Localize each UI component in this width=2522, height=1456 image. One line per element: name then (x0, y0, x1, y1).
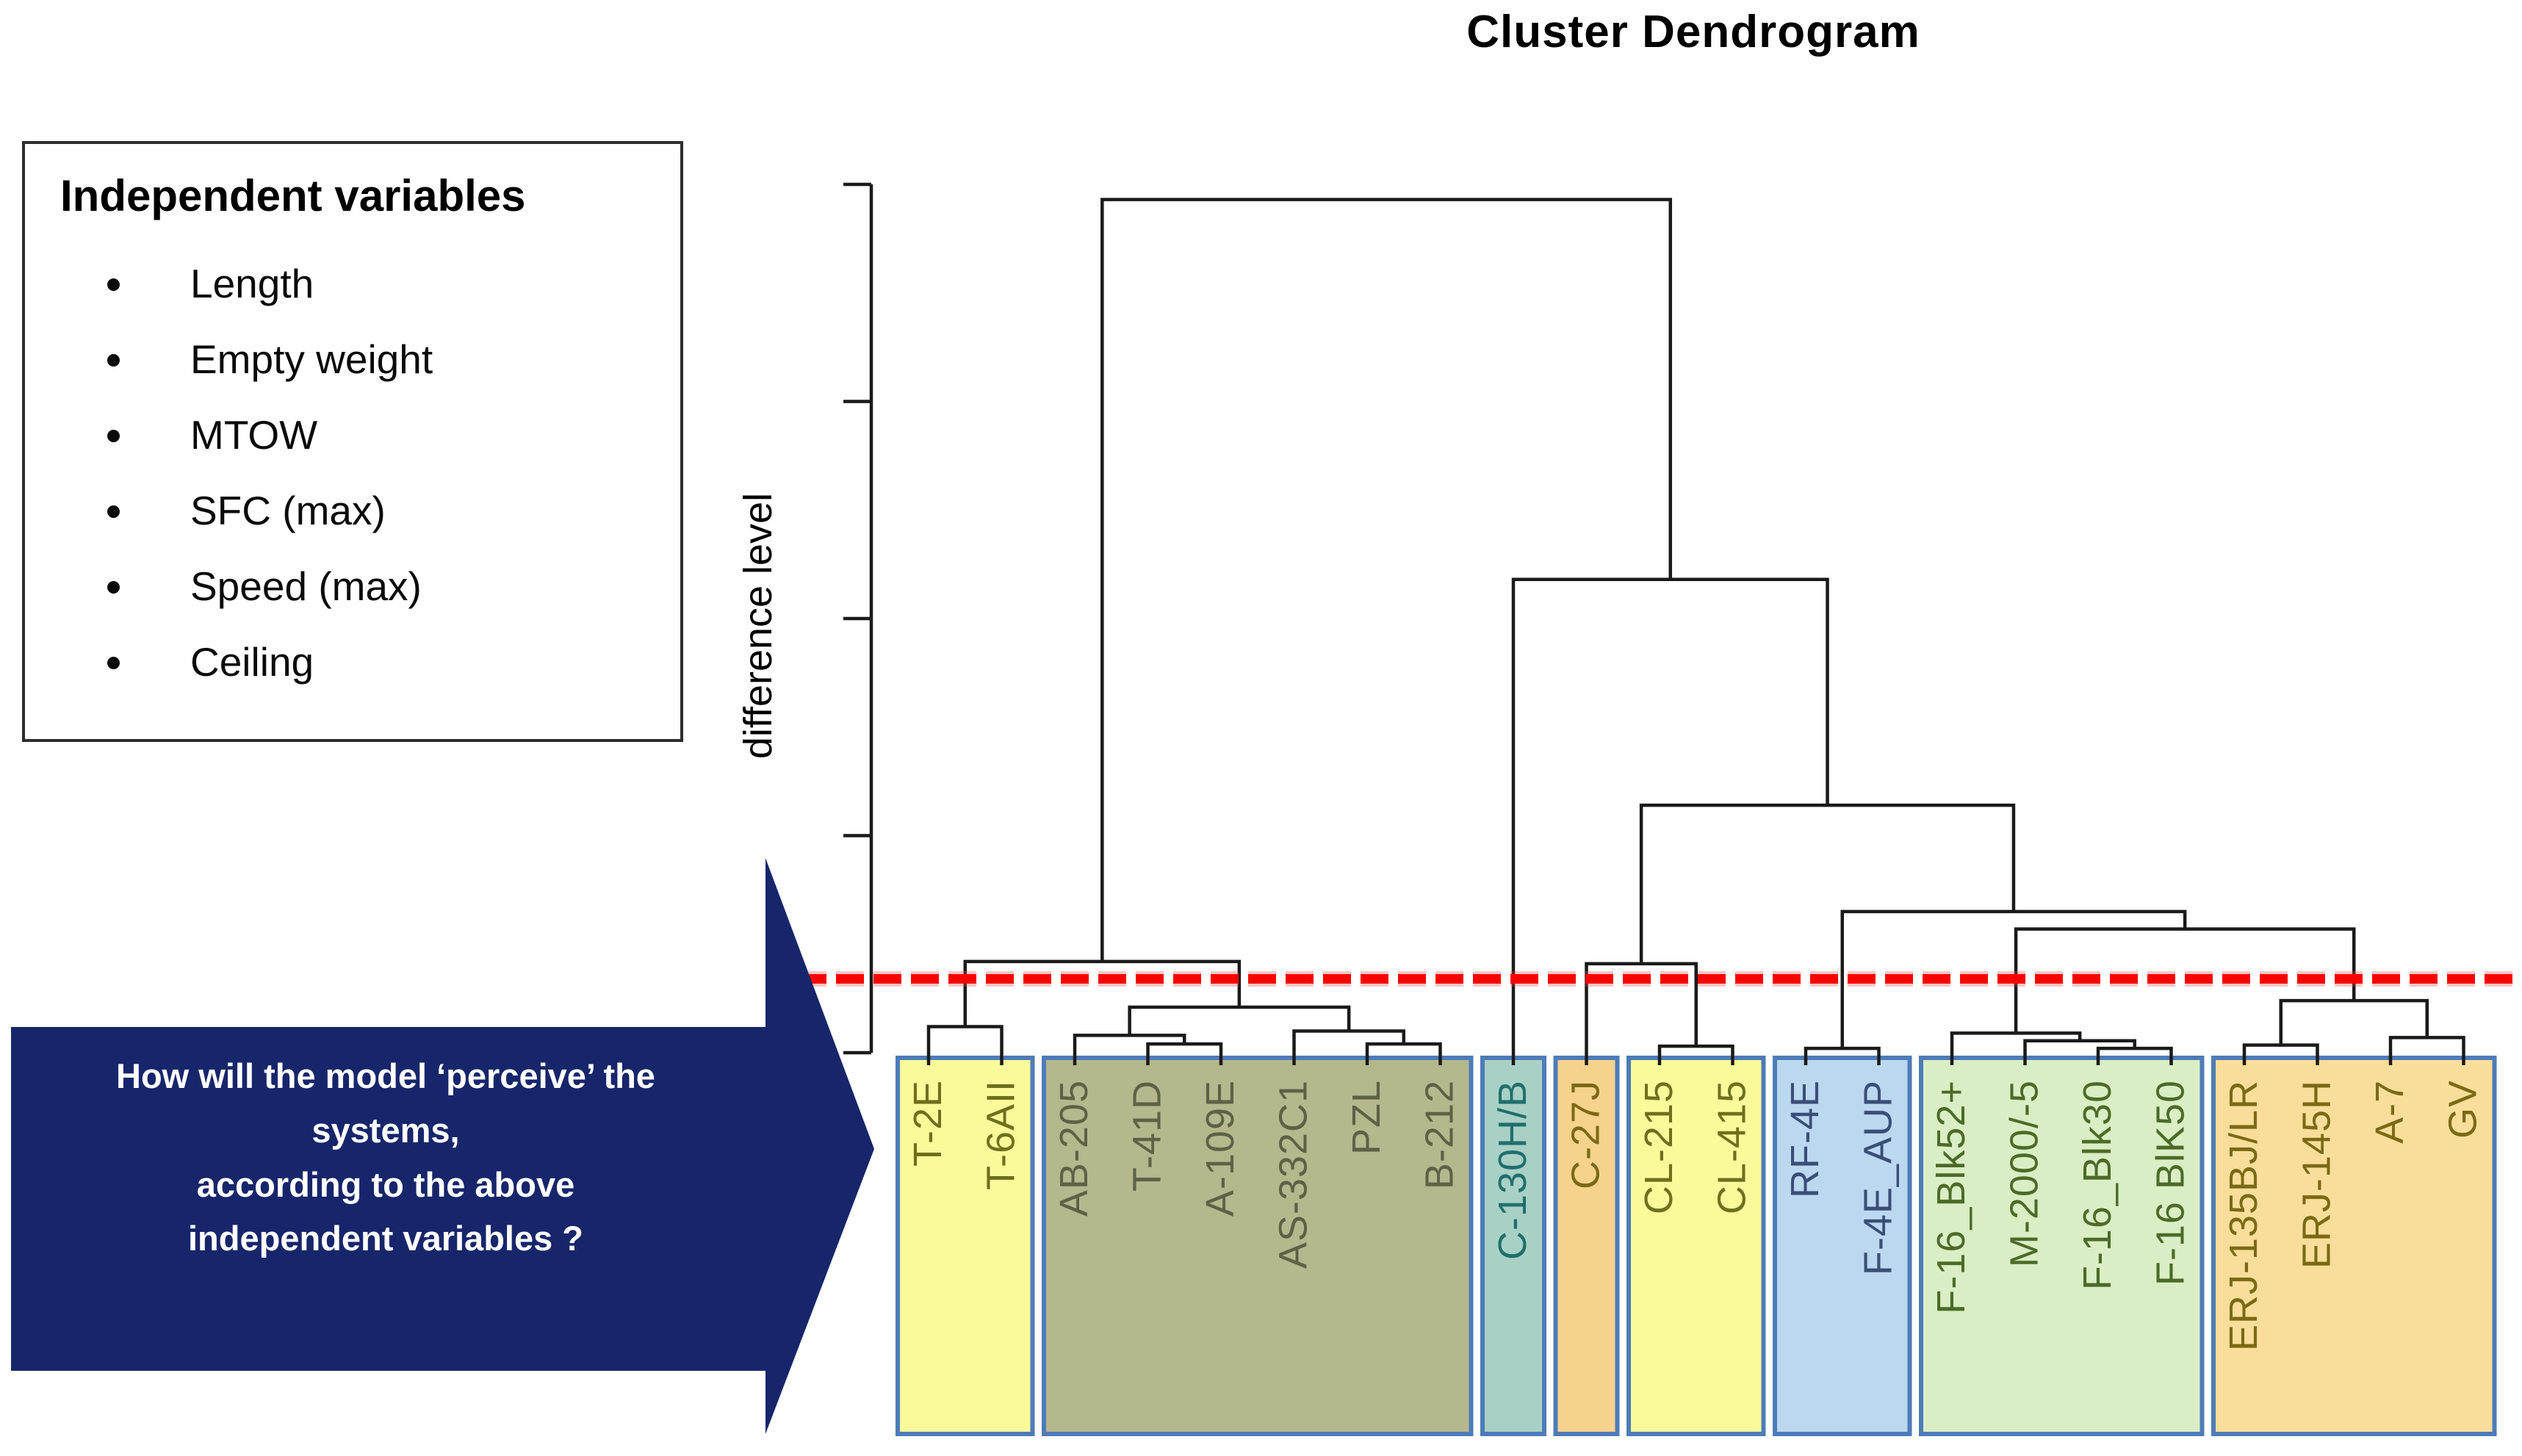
dendrogram-link (2023, 1039, 2136, 1065)
bullet-icon (107, 354, 120, 367)
leaf-label: C-27J (1564, 1080, 1608, 1189)
leaf-label: F-4E_AUP (1856, 1080, 1900, 1275)
dendrogram-link (2242, 1043, 2319, 1065)
leaf-label: CL-415 (1710, 1080, 1754, 1214)
panel-item: Length (54, 246, 651, 322)
leaf-label: A-7 (2368, 1080, 2412, 1144)
arrow-text-line: How will the model ‘perceive’ the (116, 1056, 655, 1095)
panel-title: Independent variables (60, 171, 526, 220)
independent-variables-panel: Independent variables Length Empty weigh… (22, 141, 683, 742)
leaf-label: F-16_Blk30 (2075, 1080, 2119, 1290)
leaf-label: C-130H/B (1491, 1080, 1535, 1260)
panel-item: Ceiling (54, 624, 651, 700)
panel-item: MTOW (54, 397, 651, 473)
leaf-label: M-2000/-5 (2003, 1080, 2047, 1267)
leaf-label: RF-4E (1783, 1080, 1827, 1198)
dendrogram-link (1950, 1031, 2082, 1065)
cluster-box-1 (896, 1056, 1035, 1436)
dendrogram-link (1511, 577, 1829, 1065)
panel-item-label: Speed (max) (190, 563, 422, 609)
leaf-label: PZL (1344, 1080, 1388, 1155)
bullet-icon (107, 581, 120, 594)
chart-title: Cluster Dendrogram (1466, 7, 1920, 57)
arrow-text-line: systems, (311, 1110, 460, 1150)
panel-item: SFC (max) (54, 473, 651, 549)
leaf-label: CL-215 (1637, 1080, 1681, 1214)
dendrogram-link (1840, 909, 2187, 1049)
panel-list: Length Empty weight MTOW SFC (max) Speed… (54, 246, 651, 700)
bullet-icon (107, 430, 120, 442)
leaf-label: GV (2441, 1080, 2485, 1139)
leaf-label: ERJ-145H (2295, 1080, 2339, 1269)
cluster-box-4 (1553, 1056, 1620, 1436)
panel-item: Speed (max) (54, 549, 651, 624)
cluster-box-2 (1042, 1056, 1474, 1436)
leaf-label: T-41D (1125, 1080, 1170, 1192)
cluster-box-7 (1919, 1056, 2205, 1436)
panel-item-label: SFC (max) (190, 488, 386, 533)
bullet-icon (107, 657, 120, 669)
y-axis (843, 182, 873, 1055)
leaf-label: F-16 BlK50 (2149, 1080, 2193, 1286)
arrow-text-line: independent variables ? (187, 1219, 584, 1258)
dendrogram-link (1657, 1044, 1734, 1065)
cluster-box-8 (2211, 1056, 2497, 1436)
leaf-label: B-212 (1418, 1080, 1462, 1189)
leaf-label: A-109E (1198, 1080, 1242, 1217)
bullet-icon (107, 278, 120, 291)
leaf-label: AB-205 (1052, 1080, 1096, 1217)
leaf-label: ERJ-135BJ/LR (2222, 1080, 2266, 1351)
y-axis-label: difference level (736, 492, 780, 760)
arrow-text-line: according to the above (196, 1164, 575, 1204)
panel-item: Empty weight (54, 322, 651, 397)
panel-item-label: Length (190, 261, 314, 306)
leaf-label: AS-332C1 (1272, 1080, 1316, 1269)
bullet-icon (107, 505, 120, 518)
leaf-label: T-6AII (979, 1080, 1023, 1190)
panel-item-label: MTOW (190, 412, 318, 458)
panel-item-label: Empty weight (190, 336, 433, 382)
panel-item-label: Ceiling (190, 639, 314, 685)
arrow-text: How will the model ‘perceive’ the system… (22, 1049, 749, 1266)
cluster-box-5 (1626, 1056, 1766, 1436)
dendrogram-link (1100, 198, 1673, 962)
leaf-label: F-16_Blk52+ (1929, 1080, 1973, 1314)
dendrogram-link (1639, 803, 2016, 964)
leaf-label: T-2E (906, 1080, 950, 1167)
cluster-box-6 (1773, 1056, 1912, 1436)
